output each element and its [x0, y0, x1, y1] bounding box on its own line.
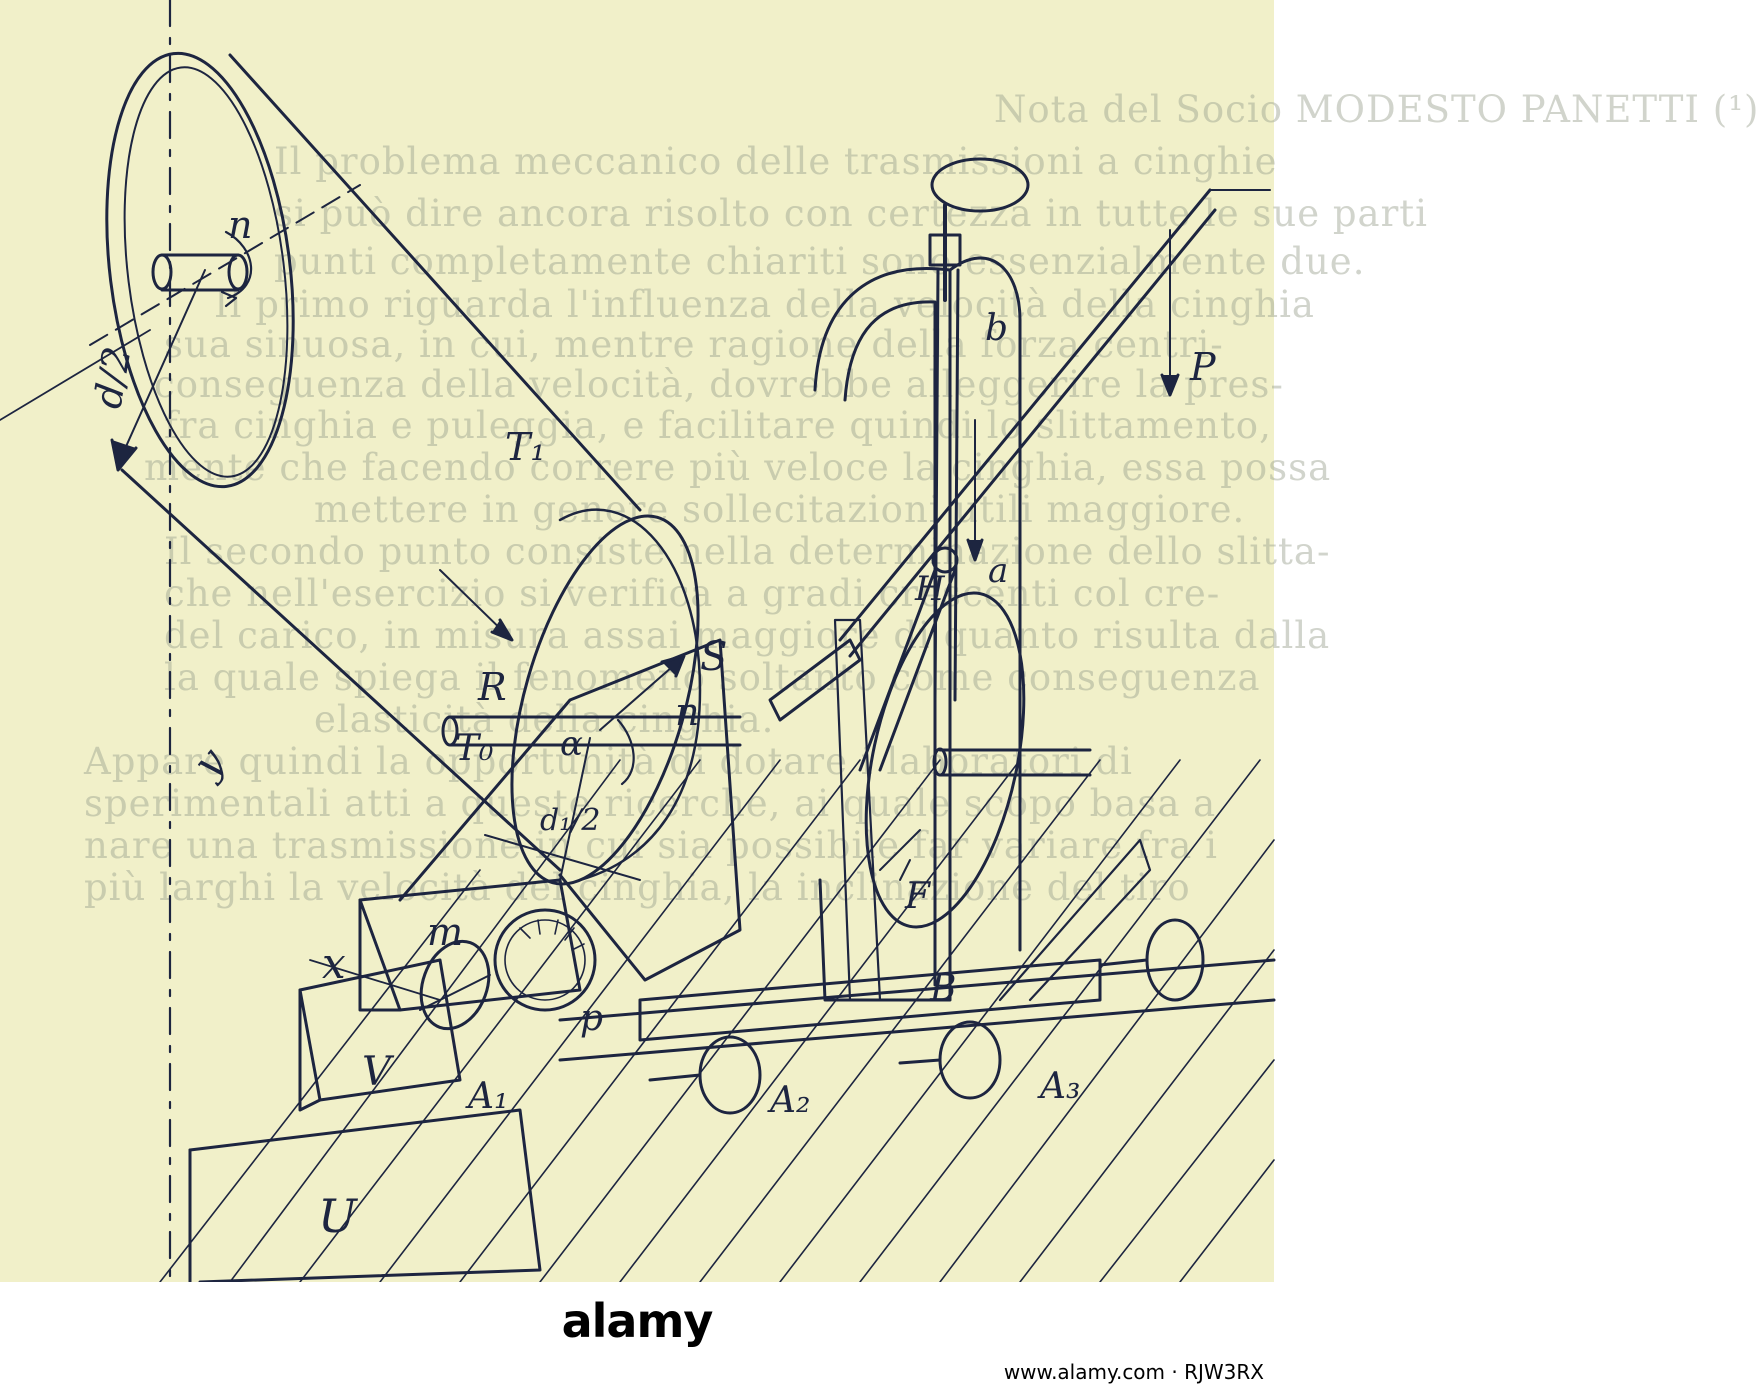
roller-right: [1145, 918, 1205, 1002]
bleed-through-line: conseguenza della velocità, dovrebbe all…: [154, 363, 1284, 406]
label-d1-2: d₁/2: [540, 803, 600, 838]
bleed-through-line: sua sinuosa, in cui, mentre ragione dell…: [164, 323, 1224, 366]
roller-A2: [698, 1035, 762, 1115]
label-m: m: [427, 910, 463, 954]
rail: [558, 958, 1276, 1022]
bleed-through-line: si può dire ancora risolto con certezza …: [274, 192, 1428, 235]
label-y: y: [183, 738, 235, 787]
bleed-through-line: fra cinghia e puleggia, e facilitare qui…: [164, 404, 1272, 447]
stock-footer: alamy www.alamy.com · RJW3RX: [0, 1282, 1274, 1390]
motor-block: [358, 878, 582, 1012]
lower-radius-line: [559, 737, 591, 881]
alamy-logo: alamy: [561, 1294, 714, 1348]
upper-pulley: [105, 51, 295, 489]
belt-lower-strand: [120, 468, 562, 872]
lower-pulley-rim: [558, 508, 702, 882]
label-T0: T₀: [455, 728, 493, 769]
label-S: S: [700, 634, 727, 680]
block-V: [298, 958, 462, 1102]
belt-drive-diagram: n d/2 T₁ b P H a R S T₀ n α d₁/2 y F x m…: [0, 0, 1276, 1284]
bleed-through-line: mettere in genere sollecitazioni utili m…: [314, 488, 1246, 531]
belt-upper-strand: [228, 53, 642, 512]
label-U: U: [318, 1189, 359, 1243]
upper-pulley-inner: [123, 66, 289, 478]
label-B: B: [929, 968, 956, 1009]
force-S-arrow: [599, 659, 681, 731]
handwheel: [930, 157, 1030, 213]
lower-support: [398, 638, 742, 982]
image-reference: www.alamy.com · RJW3RX: [1003, 1360, 1264, 1384]
label-H: H: [914, 569, 946, 609]
bleed-through-line: Il secondo punto consiste nella determin…: [164, 530, 1331, 573]
label-b: b: [985, 308, 1008, 349]
label-A2: A₂: [767, 1080, 810, 1121]
label-A3: A₃: [1037, 1066, 1080, 1107]
pivot-H: [931, 546, 959, 574]
bleed-through-line: la quale spiega il fenomeno soltanto com…: [164, 656, 1261, 699]
lower-rotation-arrow: [616, 718, 635, 786]
balance-arm: [838, 188, 1212, 642]
label-A1: A₁: [465, 1076, 508, 1117]
label-x: x: [322, 939, 346, 988]
bleed-through-line: del carico, in misura assai maggiore di …: [164, 614, 1331, 657]
label-p: p: [580, 998, 603, 1039]
label-d2-upper: d/2: [86, 344, 140, 412]
lower-pulley: [510, 514, 700, 886]
motor-flywheel: [419, 939, 491, 1031]
label-F: F: [904, 876, 932, 917]
bleed-through-line: più larghi la velocità del cinghia, la i…: [84, 866, 1191, 909]
upper-hub: [160, 253, 240, 292]
upper-rotation-arrow: [224, 230, 253, 300]
label-n-upper: n: [228, 203, 252, 247]
bleed-through-line: nare una trasmissione in cui sia possibi…: [84, 824, 1218, 867]
ground-hatching: [159, 759, 1275, 1283]
rod-b: [933, 268, 940, 702]
label-a: a: [988, 551, 1008, 591]
label-V: V: [362, 1049, 395, 1095]
crossbar: [768, 638, 862, 722]
upper-radius-arrow: [119, 269, 206, 461]
bleed-through-line: Il primo riguarda l'influenza della velo…: [214, 283, 1315, 326]
upper-pulley-axis: [89, 184, 361, 346]
label-R: R: [477, 665, 507, 709]
bleed-through-line: che nell'esercizio si verifica a gradi c…: [164, 572, 1221, 615]
scanned-figure: Nota del Socio MODESTO PANETTI (¹) Il pro…: [0, 0, 1759, 1284]
bleed-through-line: Il problema meccanico delle trasmissioni…: [274, 140, 1278, 183]
bleed-through-line: mente che facendo correre più veloce la …: [144, 446, 1332, 489]
bleed-through-line: Nota del Socio MODESTO PANETTI (¹): [994, 88, 1759, 131]
label-T1: T₁: [505, 425, 546, 469]
dial: [493, 908, 597, 1012]
label-n-lower: n: [675, 690, 699, 734]
label-P: P: [1189, 345, 1217, 389]
base-plate: [638, 958, 1102, 1042]
label-alpha: α: [560, 724, 583, 764]
